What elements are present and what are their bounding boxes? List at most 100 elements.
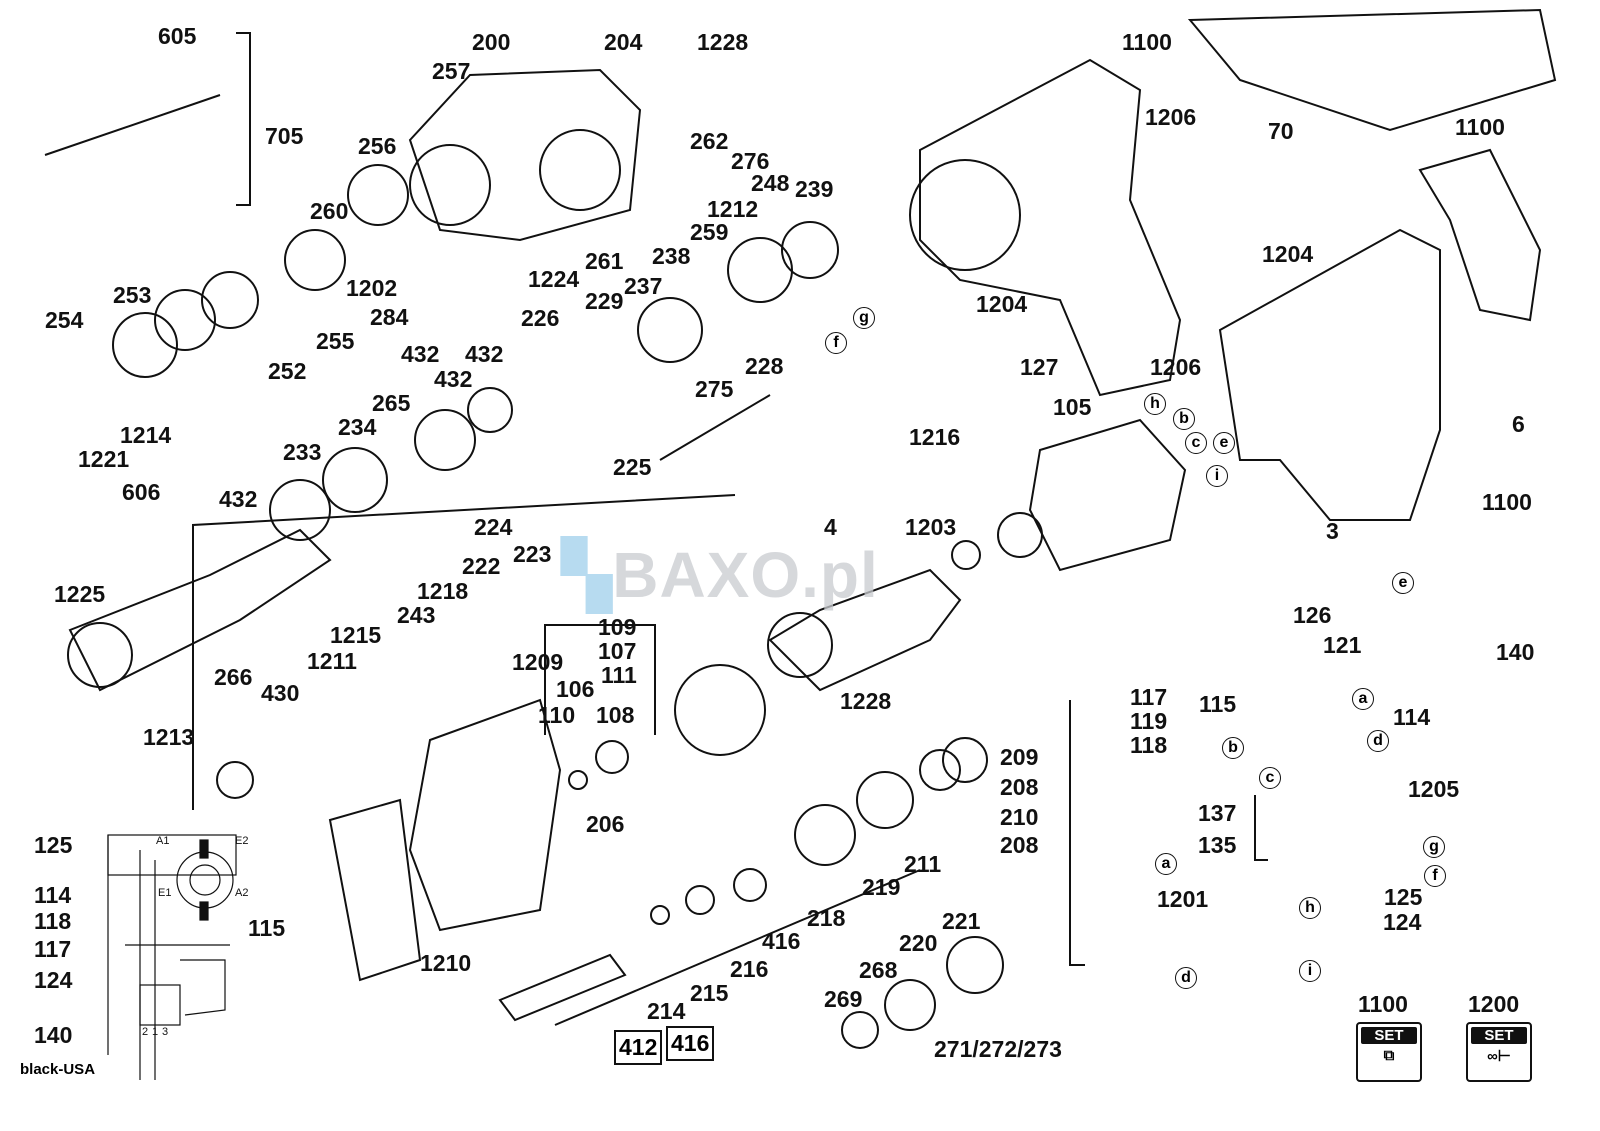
part-number-label: 1201 [1157,886,1209,912]
part-number-label: 255 [316,328,355,354]
wire-connection-letter: c [1259,767,1281,789]
wire-connection-letter: b [1173,408,1195,430]
part-number-label: 70 [1268,118,1294,144]
screw-set-icon: ∞⊢ [1487,1048,1511,1065]
part-number-label: 1206 [1145,104,1197,130]
part-number-label: 1211 [307,648,357,674]
part-number-label: 118 [1130,732,1168,758]
watermark-text: BAXO.pl [612,539,879,611]
terminal-label: E2 [235,835,249,847]
watermark-logo-icon: ▚ [562,539,613,611]
part-number-label: 1209 [512,649,564,675]
part-number-label: 259 [690,219,729,245]
part-number-label: 109 [598,614,637,640]
part-number-label: 125 [1384,884,1423,910]
part-number-label: 4 [824,514,837,540]
part-number-label: 1216 [909,424,961,450]
part-number-label: 1224 [528,266,580,292]
part-number-label: 243 [397,602,436,628]
part-number-label: 114 [34,882,72,908]
terminal-label: A2 [235,887,249,899]
part-number-label: 1218 [417,578,469,604]
part-number-label: 1210 [420,950,472,976]
wire-connection-letter: c [1185,432,1207,454]
part-number-label: 1200 [1468,991,1520,1017]
wire-connection-letter: f [1424,865,1446,887]
part-number-label: 135 [1198,832,1237,858]
part-number-label: 269 [824,986,863,1012]
part-number-label: 3 [1326,518,1339,544]
part-number-label: 432 [219,486,258,512]
kit-box-412: 412 [614,1030,663,1065]
part-number-label: 234 [338,414,377,440]
part-number-label: 216 [730,956,769,982]
part-number-label: 218 [807,905,846,931]
part-number-label: 275 [695,376,734,402]
part-number-label: 1100 [1455,114,1505,140]
wire-connection-letter: i [1299,960,1321,982]
part-number-label: 6 [1512,411,1525,437]
part-number-label: 261 [585,248,624,274]
variant-label: black-USA [20,1061,96,1078]
wire-connection-letter: g [1423,836,1445,858]
part-number-label: 237 [624,273,663,299]
part-number-label: 208 [1000,774,1039,800]
part-number-label: 605 [158,23,197,49]
part-number-label: 432 [401,341,440,367]
wire-connection-letter: d [1367,730,1389,752]
part-number-label: 229 [585,288,624,314]
part-number-label: 228 [745,353,784,379]
part-number-label: 108 [596,702,635,728]
wiring-diagram [107,834,237,1080]
part-number-label: 121 [1323,632,1362,658]
part-number-label: 1228 [697,29,749,55]
wire-connection-letter: i [1206,465,1228,487]
part-number-label: 430 [261,680,300,706]
part-number-label: 1213 [143,724,195,750]
part-number-label: 1215 [330,622,382,648]
part-number-label: 253 [113,282,152,308]
part-number-label: 223 [513,541,552,567]
kit-label: 416 [671,1030,710,1056]
part-number-label: 221 [942,908,981,934]
part-number-label: 276 [731,148,770,174]
part-number-label: 117 [34,936,72,962]
part-number-label: 206 [586,811,625,837]
part-number-label: 260 [310,198,349,224]
part-number-label: 432 [434,366,473,392]
wire-connection-letter: f [825,332,847,354]
part-number-label: 1100 [1122,29,1172,55]
part-number-label: 220 [899,930,938,956]
part-number-label: 124 [1383,909,1422,935]
kit-box-416: 416 [666,1026,715,1061]
part-number-label: 1206 [1150,354,1202,380]
terminal-label: E1 [158,887,172,899]
part-number-label: 256 [358,133,397,159]
watermark: ▚BAXO.pl [562,543,879,607]
part-number-label: 1228 [840,688,892,714]
part-number-label: 262 [690,128,729,154]
part-number-label: 137 [1198,800,1237,826]
part-number-label: 110 [538,702,576,728]
set-text: SET [1361,1027,1417,1044]
part-number-label: 140 [34,1022,73,1048]
wire-connection-letter: d [1175,967,1197,989]
part-number-label: 209 [1000,744,1039,770]
part-number-label: 211 [904,851,942,877]
part-number-label: 214 [647,998,686,1024]
part-number-label: 254 [45,307,84,333]
part-number-label: 222 [462,553,501,579]
part-number-label: 126 [1293,602,1332,628]
part-number-label: 224 [474,514,513,540]
motor-outline [767,418,1187,692]
part-number-label: 1203 [905,514,957,540]
part-number-label: 239 [795,176,834,202]
set-badge-1100: SET⧉ [1356,1022,1422,1082]
part-number-label: 200 [472,29,511,55]
part-number-label: 105 [1053,394,1092,420]
housing-outline [328,8,1557,982]
switch-pin: 1 [152,1026,159,1038]
part-number-label: 265 [372,390,411,416]
